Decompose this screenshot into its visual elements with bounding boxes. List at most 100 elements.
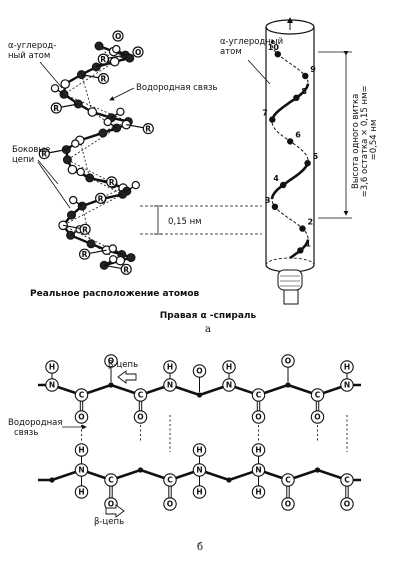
residue-dot-7 xyxy=(269,116,276,123)
bottom-lower-hydrogen-atom xyxy=(251,485,266,499)
bottom-hydrogen-atom-label: H xyxy=(196,446,202,455)
nitrogen-atom xyxy=(87,107,98,117)
bottom-hydrogen-atom xyxy=(192,443,207,457)
residue-number-7: 7 xyxy=(262,109,268,118)
hbond-sheet-line2: связь xyxy=(14,428,38,438)
oxygen-atom xyxy=(71,139,80,148)
panel-label-a: а xyxy=(205,324,211,335)
top-oxygen-atom xyxy=(310,410,325,424)
atoms-caption: Реальное расположение атомов xyxy=(30,289,200,299)
panel-label-b: б xyxy=(197,542,203,553)
top-upper-oxygen-atom xyxy=(104,354,118,368)
residue-dot-10 xyxy=(274,51,281,58)
alpha-carbon-dot xyxy=(285,382,291,388)
distance-label: 0,15 нм xyxy=(168,217,202,227)
top-hydrogen-atom-label: H xyxy=(49,363,55,372)
top-carbon-atom xyxy=(251,388,266,402)
hydrogen-bond-label-top: Водородная связь xyxy=(136,83,218,93)
residue-number-6: 6 xyxy=(295,130,301,139)
bottom-nitrogen-atom-label: N xyxy=(255,466,261,475)
residue-number-4: 4 xyxy=(273,174,279,183)
side-chain-atom xyxy=(94,192,107,204)
helix-backbone-curve xyxy=(270,39,310,260)
oxygen-o-label: O xyxy=(115,32,121,41)
oxygen-atom xyxy=(116,107,125,117)
bottom-carbon-atom-label: C xyxy=(108,476,114,485)
residue-dot-5 xyxy=(304,160,311,167)
bottom-carbon-atom xyxy=(340,473,354,487)
oxygen-o-label: O xyxy=(135,48,141,57)
alpha-carbon-line1: α-углерод- xyxy=(8,41,56,51)
nitrogen-atom xyxy=(115,255,126,266)
residue-dot-2 xyxy=(299,225,306,232)
carbon-atom xyxy=(67,210,76,220)
carbon-atom xyxy=(94,41,104,51)
bottom-carbon-atom-label: C xyxy=(167,476,173,485)
bottom-nitrogen-atom-label: N xyxy=(78,466,84,475)
side-chain-leader-1 xyxy=(37,159,59,185)
bottom-lower-hydrogen-atom-label: H xyxy=(196,488,202,497)
bottom-oxygen-atom-label: O xyxy=(285,500,291,509)
top-nitrogen-atom-label: N xyxy=(167,381,173,390)
side-chain-r-label: R xyxy=(100,55,106,64)
oxygen-atom xyxy=(50,84,60,93)
helix-hydrogen-bond xyxy=(62,193,123,226)
side-chain-r-label: R xyxy=(41,150,47,159)
top-nitrogen-atom-label: N xyxy=(344,381,350,390)
top-oxygen-atom xyxy=(251,410,266,424)
residue-number-8: 8 xyxy=(301,87,307,96)
bottom-lower-hydrogen-atom-label: H xyxy=(78,488,84,497)
carbon-atom xyxy=(62,155,72,165)
arrow-right-icon xyxy=(105,504,125,518)
residue-dot-4 xyxy=(280,181,287,189)
top-oxygen-atom-label: O xyxy=(314,413,320,422)
alpha-carbon-right-line2: атом xyxy=(220,47,242,57)
bottom-carbon-atom xyxy=(104,473,118,487)
top-hydrogen-atom-label: H xyxy=(344,363,350,372)
nitrogen-atom xyxy=(67,164,78,175)
top-carbon-atom xyxy=(133,388,148,402)
top-upper-oxygen-atom-label: O xyxy=(108,357,114,366)
top-hydrogen-atom xyxy=(45,360,59,374)
top-oxygen-atom-label: O xyxy=(137,413,143,422)
ball-stick-labels: α-углерод- ный атом Водородная связь Бок… xyxy=(8,41,262,299)
side-chain-atom xyxy=(106,176,118,188)
bottom-carbon-atom xyxy=(163,473,177,487)
side-chain-atom xyxy=(50,102,62,114)
residue-number-1: 1 xyxy=(305,239,311,248)
alpha-carbon-dot xyxy=(314,467,321,473)
alpha-carbon-label-left: α-углерод- ный атом xyxy=(8,41,59,61)
alpha-carbon-dot xyxy=(137,467,144,473)
top-hydrogen-atom xyxy=(163,360,177,374)
pitch-label: Высота одного витка =3,6 остатка × 0,15 … xyxy=(351,83,379,198)
bottom-lower-hydrogen-atom xyxy=(192,485,207,499)
top-carbon-atom xyxy=(310,388,325,402)
bottom-nitrogen-atom-label: N xyxy=(196,466,202,475)
helix-hydrogen-bond xyxy=(79,140,91,179)
carbon-atom xyxy=(125,53,135,63)
carbon-atom xyxy=(86,239,96,249)
side-chains-line1: Боковые xyxy=(12,145,50,155)
top-oxygen-atom-label: O xyxy=(78,413,84,422)
alpha-carbon-label-right: α-углеродный атом xyxy=(220,37,286,57)
oxygen-atom-labelled xyxy=(112,30,124,42)
oxygen-atom xyxy=(68,195,78,205)
residue-dot-3 xyxy=(271,203,279,210)
carbon-atom xyxy=(98,128,108,138)
oxygen-atom xyxy=(108,244,118,253)
pitch-line3: =0,54 нм xyxy=(369,120,379,161)
side-chain-atom xyxy=(79,223,91,235)
residue-number-3: 3 xyxy=(265,196,271,205)
oxygen-atom xyxy=(112,44,121,54)
top-upper-oxygen-atom xyxy=(192,364,207,378)
top-upper-oxygen-atom-label: O xyxy=(285,357,291,366)
oxygen-atom xyxy=(76,167,85,177)
bottom-lower-hydrogen-atom xyxy=(74,485,89,499)
helix-hydrogen-bond xyxy=(67,127,117,161)
bottom-hydrogen-atom-label: H xyxy=(78,446,84,455)
bottom-oxygen-atom xyxy=(340,497,354,511)
side-chain-r-label: R xyxy=(98,194,104,203)
